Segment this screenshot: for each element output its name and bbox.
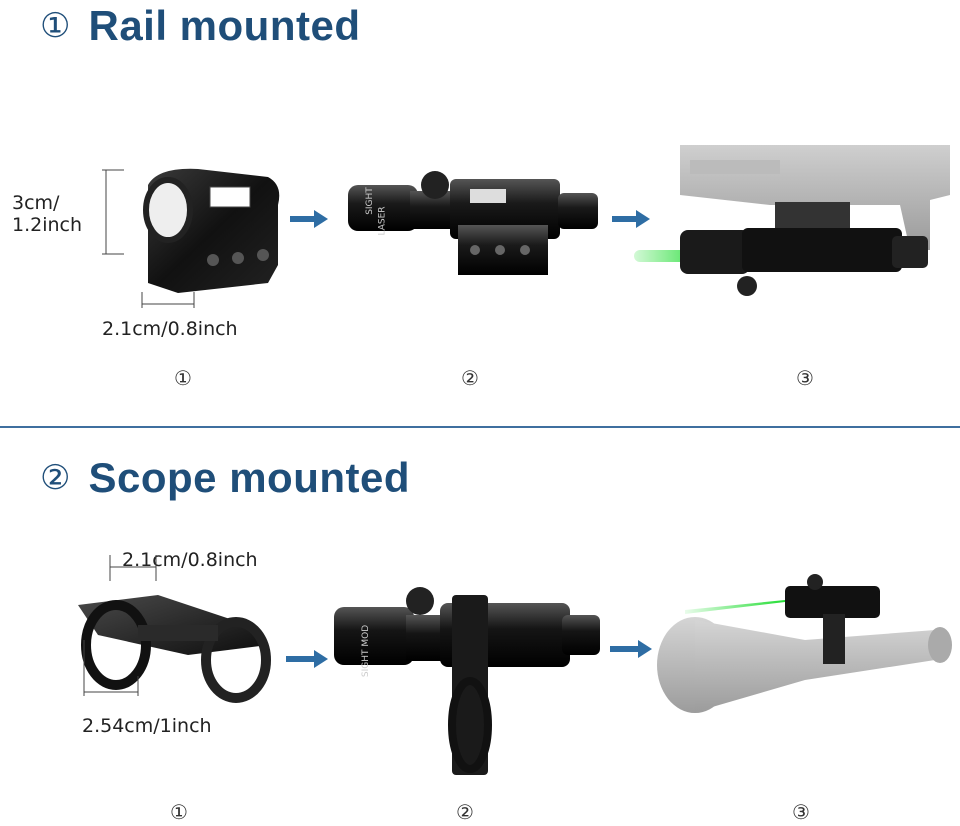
step-2: ② xyxy=(456,800,474,824)
rail-mount-icon xyxy=(143,168,280,293)
arrow-right-icon xyxy=(610,640,652,658)
step-2: ② xyxy=(461,366,479,390)
step-1: ① xyxy=(174,366,192,390)
arrow-right-icon xyxy=(612,210,650,228)
rail-width-label: 2.1cm/0.8inch xyxy=(102,318,238,340)
section-divider xyxy=(0,426,960,428)
scope-mounted-heading: ② Scope mounted xyxy=(40,454,410,502)
step-3: ③ xyxy=(792,800,810,824)
rail-mounted-heading: ① Rail mounted xyxy=(40,2,361,50)
section-title: Rail mounted xyxy=(88,2,361,49)
height-dimension-line xyxy=(102,169,124,255)
arrow-right-icon xyxy=(286,650,328,668)
sight-text: SIGHT xyxy=(364,187,375,215)
step-1: ① xyxy=(170,800,188,824)
scope-diameter-label: 2.54cm/1inch xyxy=(82,715,212,737)
sight-mod-text: SIGHT MOD xyxy=(361,624,372,678)
width-dimension-line xyxy=(109,555,157,581)
section-number: ① xyxy=(40,6,71,46)
diameter-dimension-line xyxy=(83,640,139,696)
scope-with-laser-icon xyxy=(334,587,600,775)
width-dimension-line xyxy=(141,292,195,308)
section-title: Scope mounted xyxy=(88,454,411,501)
rail-height-label: 3cm/ 1.2inch xyxy=(12,192,83,236)
section-number: ② xyxy=(40,458,71,498)
arrow-right-icon xyxy=(290,210,328,228)
laser-sight-icon xyxy=(348,171,598,275)
riflescope-with-laser-icon xyxy=(657,574,952,713)
mount-danger-label: DANGER xyxy=(218,192,249,200)
scope-ring-mount-icon xyxy=(78,595,271,703)
step-3: ③ xyxy=(796,366,814,390)
pistol-with-laser-icon xyxy=(634,145,950,296)
